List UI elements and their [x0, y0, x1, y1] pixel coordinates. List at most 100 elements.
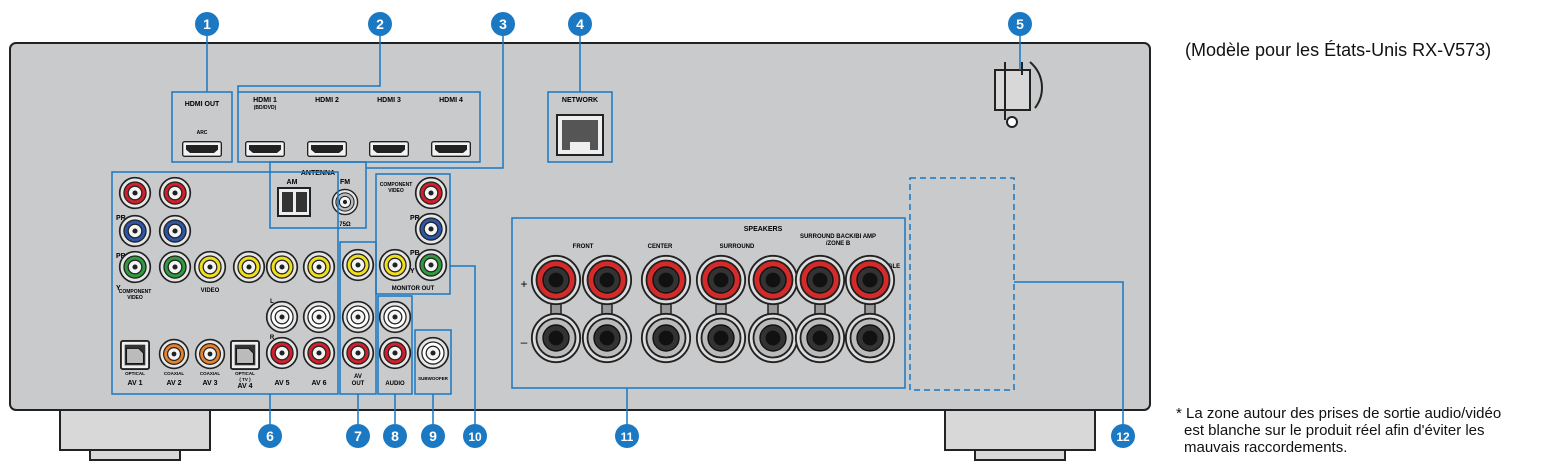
callout-12: 12	[1111, 424, 1135, 448]
label-subwoofer: SUBWOOFER	[418, 376, 448, 381]
callout-6: 6	[258, 424, 282, 448]
svg-text:5: 5	[1016, 16, 1024, 32]
white-area-outline	[909, 177, 1015, 391]
callout-2: 2	[368, 12, 392, 36]
label-pb-out: PB	[410, 250, 420, 257]
label-hdmi1: HDMI 1	[253, 97, 277, 104]
label-l-av: L	[270, 299, 274, 305]
footnote: * La zone autour des prises de sortie au…	[1176, 405, 1556, 456]
label-front: FRONT	[573, 244, 594, 250]
label-hdmi-out: HDMI OUT	[185, 101, 220, 108]
component-in-pb-2	[158, 214, 192, 248]
label-antenna: ANTENNA	[301, 170, 335, 177]
svg-text:2: 2	[376, 16, 384, 32]
label-plus: +	[520, 277, 527, 291]
optical-in-av1	[120, 340, 150, 370]
label-optical-av1: OPTICAL	[125, 371, 145, 376]
label-video: VIDEO	[201, 288, 220, 294]
footnote-line-2: est blanche sur le produit réel afin d'é…	[1184, 422, 1485, 439]
coaxial-in-av3	[194, 338, 226, 370]
label-component-video-in-1: COMPONENT	[119, 289, 152, 295]
audio-in-av6-r	[302, 336, 336, 370]
label-y-out: Y	[410, 268, 415, 275]
callout-10: 10	[463, 424, 487, 448]
footnote-line-1: * La zone autour des prises de sortie au…	[1176, 405, 1502, 422]
audio-in-av6-l	[302, 300, 336, 334]
av-out-audio-r	[341, 336, 375, 370]
label-minus: –	[521, 335, 528, 349]
video-in-3	[265, 250, 299, 284]
receiver-rear-panel-diagram: HDMI OUT ARC HDMI 1 (BD/DVD) HDMI 2 HDMI…	[9, 12, 1151, 461]
callout-4: 4	[568, 12, 592, 36]
audio-in-r	[378, 336, 412, 370]
callout-1: 1	[195, 12, 219, 36]
hdmi-in-3-port	[369, 140, 409, 158]
label-speakers: SPEAKERS	[744, 226, 783, 233]
label-pr-in: PR	[116, 215, 126, 222]
optical-in-av4	[230, 340, 260, 370]
svg-text:9: 9	[429, 428, 437, 444]
power-cord	[994, 61, 1043, 128]
label-hdmi2: HDMI 2	[315, 97, 339, 104]
svg-text:3: 3	[499, 16, 507, 32]
speaker-terminal-surround-back-r	[794, 254, 846, 364]
component-in-pb-1	[118, 214, 152, 248]
label-y-in: Y	[116, 285, 121, 292]
label-audio: AUDIO	[385, 381, 405, 387]
label-r-av: R	[270, 335, 275, 341]
hdmi-in-2-port	[307, 140, 347, 158]
speaker-terminal-center	[640, 254, 692, 364]
label-av1: AV 1	[127, 380, 142, 387]
label-av5: AV 5	[274, 380, 289, 387]
hdmi-in-1-port	[245, 140, 285, 158]
model-note: (Modèle pour les États-Unis RX-V573)	[1185, 40, 1492, 60]
label-hdmi3: HDMI 3	[377, 97, 401, 104]
speaker-terminal-front-r	[530, 254, 582, 364]
label-pr-out: PR	[410, 215, 420, 222]
svg-text:7: 7	[354, 428, 362, 444]
monitor-out-video	[378, 248, 412, 282]
label-component-video-in-2: VIDEO	[127, 295, 143, 301]
svg-text:11: 11	[621, 430, 634, 444]
callout-7: 7	[346, 424, 370, 448]
speaker-terminal-surround-l	[747, 254, 799, 364]
component-in-pr-1	[118, 176, 152, 210]
svg-text:4: 4	[576, 16, 584, 32]
footnote-line-3: mauvais raccordements.	[1184, 439, 1348, 456]
hdmi-out-port	[182, 140, 222, 158]
svg-text:6: 6	[266, 428, 274, 444]
component-in-y-2	[158, 250, 192, 284]
audio-in-l	[378, 300, 412, 334]
label-fm: FM	[340, 179, 350, 186]
av-out-video	[341, 248, 375, 282]
callout-11: 11	[615, 424, 639, 448]
monitor-out-pb	[414, 212, 448, 246]
video-in-1	[193, 250, 227, 284]
hdmi-in-4-port	[431, 140, 471, 158]
label-av-out-1: AV	[354, 374, 362, 380]
subwoofer-out	[416, 336, 450, 370]
label-surround-back-2: /ZONE B	[826, 241, 851, 247]
audio-in-av5-l	[265, 300, 299, 334]
label-component-video-out-1: COMPONENT	[380, 182, 413, 188]
component-in-y-1	[118, 250, 152, 284]
av-out-audio-l	[341, 300, 375, 334]
label-optical-av4: OPTICAL	[235, 371, 255, 376]
label-surround-back-1: SURROUND BACK/BI AMP	[800, 234, 876, 240]
label-av4: AV 4	[237, 383, 252, 390]
label-av3: AV 3	[202, 380, 217, 387]
callout-9: 9	[421, 424, 445, 448]
label-surround: SURROUND	[720, 244, 755, 250]
monitor-out-y	[414, 248, 448, 282]
callout-8: 8	[383, 424, 407, 448]
label-coaxial-av2: COAXIAL	[164, 371, 185, 376]
callout-5: 5	[1008, 12, 1032, 36]
coaxial-in-av2	[158, 338, 190, 370]
label-av-out-2: OUT	[352, 381, 365, 387]
label-hdmi1-sub: (BD/DVD)	[254, 105, 277, 111]
label-av6: AV 6	[311, 380, 326, 387]
label-am: AM	[287, 179, 298, 186]
label-center: CENTER	[648, 244, 673, 250]
svg-text:8: 8	[391, 428, 399, 444]
label-component-video-out-2: VIDEO	[388, 188, 404, 194]
